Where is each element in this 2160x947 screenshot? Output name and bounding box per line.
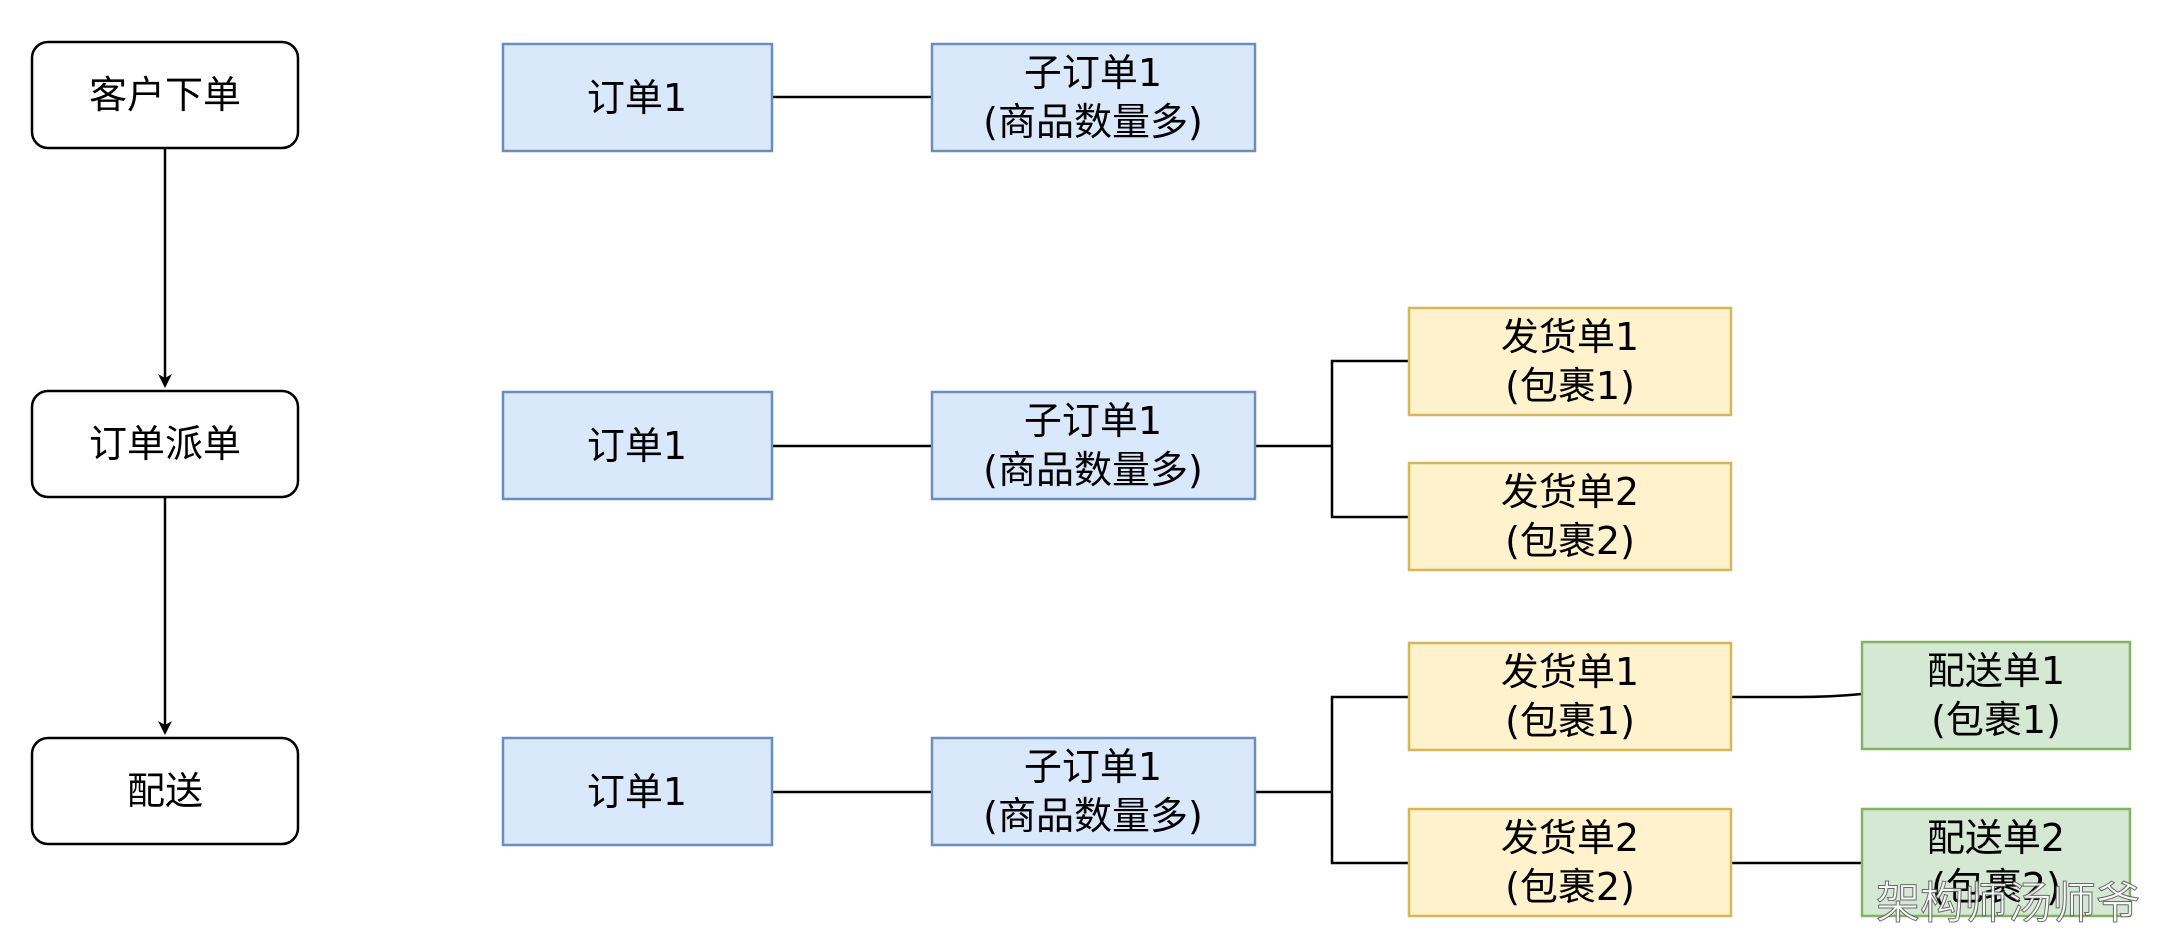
shipment-note: (包裹2) xyxy=(1505,865,1635,909)
flow-step-dispatch: 订单派单 xyxy=(30,389,300,499)
shipment-box xyxy=(1407,641,1733,752)
order-label: 订单1 xyxy=(587,770,687,814)
delivery-label: 配送单2 xyxy=(1927,816,2065,860)
order-node: 订单1 xyxy=(501,42,774,153)
order-box xyxy=(501,390,774,501)
shipment-label: 发货单1 xyxy=(1501,650,1639,694)
shipment-node: 发货单2 (包裹2) xyxy=(1407,461,1733,572)
order-label: 订单1 xyxy=(587,424,687,468)
sub-order-label: 子订单1 xyxy=(1024,399,1162,443)
flow-step-box xyxy=(30,389,300,499)
shipment-node: 发货单2 (包裹2) xyxy=(1407,807,1733,918)
shipment-note: (包裹2) xyxy=(1505,519,1635,563)
sub-order-box xyxy=(930,390,1257,501)
delivery-node: 配送单1 (包裹1) xyxy=(1860,640,2132,751)
flow-column: 客户下单 订单派单 配送 xyxy=(30,40,300,846)
sub-order-node: 子订单1 (商品数量多) xyxy=(930,390,1257,501)
flow-step-box xyxy=(30,40,300,150)
shipment-node: 发货单1 (包裹1) xyxy=(1407,641,1733,752)
sub-order-box xyxy=(930,736,1257,847)
delivery-note: (包裹1) xyxy=(1931,698,2061,742)
shipment-note: (包裹1) xyxy=(1505,364,1635,408)
sub-order-note: (商品数量多) xyxy=(983,100,1203,144)
order-label: 订单1 xyxy=(587,76,687,120)
delivery-box xyxy=(1860,807,2132,918)
delivery-box xyxy=(1860,640,2132,751)
flow-step-place-order: 客户下单 xyxy=(30,40,300,150)
order-box xyxy=(501,736,774,847)
flow-step-delivery: 配送 xyxy=(30,736,300,846)
connector xyxy=(1731,692,1863,699)
delivery-label: 配送单1 xyxy=(1927,649,2065,693)
branch-connector xyxy=(1330,695,1409,865)
branch-connector xyxy=(1330,359,1409,519)
shipment-label: 发货单2 xyxy=(1501,816,1639,860)
order-box xyxy=(501,42,774,153)
shipment-box xyxy=(1407,461,1733,572)
order-node: 订单1 xyxy=(501,736,774,847)
shipment-node: 发货单1 (包裹1) xyxy=(1407,306,1733,417)
flow-step-label: 客户下单 xyxy=(89,73,241,117)
sub-order-label: 子订单1 xyxy=(1024,51,1162,95)
sub-order-node: 子订单1 (商品数量多) xyxy=(930,42,1257,153)
flow-step-label: 订单派单 xyxy=(89,422,241,466)
shipment-note: (包裹1) xyxy=(1505,699,1635,743)
flow-step-box xyxy=(30,736,300,846)
delivery-note: (包裹2) xyxy=(1931,865,2061,909)
row-2: 订单1 子订单1 (商品数量多) 发货单1 (包裹1) 发货单2 (包裹2) xyxy=(501,306,1733,572)
shipment-label: 发货单2 xyxy=(1501,470,1639,514)
row-3: 订单1 子订单1 (商品数量多) 发货单1 (包裹1) 发货单2 (包裹2) 配… xyxy=(501,640,2132,918)
flow-step-label: 配送 xyxy=(127,769,203,813)
sub-order-box xyxy=(930,42,1257,153)
shipment-label: 发货单1 xyxy=(1501,315,1639,359)
delivery-node: 配送单2 (包裹2) xyxy=(1860,807,2132,918)
sub-order-node: 子订单1 (商品数量多) xyxy=(930,736,1257,847)
shipment-box xyxy=(1407,306,1733,417)
shipment-box xyxy=(1407,807,1733,918)
sub-order-note: (商品数量多) xyxy=(983,448,1203,492)
watermark-text: 架构师汤师爷 xyxy=(1876,878,2140,929)
order-node: 订单1 xyxy=(501,390,774,501)
sub-order-label: 子订单1 xyxy=(1024,745,1162,789)
sub-order-note: (商品数量多) xyxy=(983,794,1203,838)
row-1: 订单1 子订单1 (商品数量多) xyxy=(501,42,1257,153)
